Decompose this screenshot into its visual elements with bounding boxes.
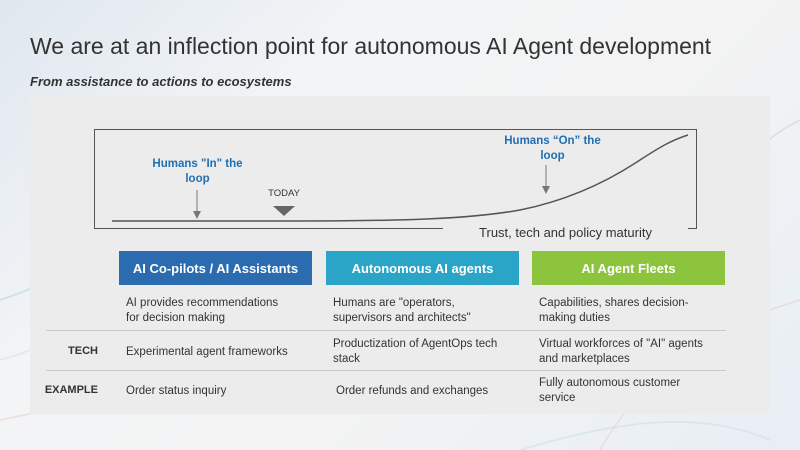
today-marker [273, 206, 295, 216]
cell-line: Fully autonomous customer [539, 377, 681, 389]
in-loop-arrow [193, 190, 201, 219]
row-divider [46, 330, 726, 331]
row-label-tech: TECH [68, 345, 98, 357]
row-3-cell-1: Order status inquiry [126, 384, 226, 399]
maturity-axis-label: Trust, tech and policy maturity [443, 222, 688, 242]
cell-line: stack [333, 353, 360, 365]
cell-line: supervisors and architects" [333, 312, 471, 324]
cell-line: making duties [539, 312, 610, 324]
on-loop-arrow [542, 165, 550, 194]
cell-line: Productization of AgentOps tech [333, 338, 498, 350]
row-1-cell-1: AI provides recommendations for decision… [126, 296, 278, 326]
cell-line: and marketplaces [539, 353, 630, 365]
cell-line: Experimental agent frameworks [126, 346, 288, 358]
cell-line: Order refunds and exchanges [336, 385, 489, 397]
callout-on-line-2: loop [540, 150, 565, 162]
cell-line: service [539, 392, 576, 404]
cell-line: Virtual workforces of "AI" agents [539, 338, 703, 350]
row-1-cell-3: Capabilities, shares decision- making du… [539, 296, 689, 326]
callout-humans-on-loop: Humans “On” the loop [490, 134, 615, 164]
cell-line: Humans are "operators, [333, 297, 455, 309]
growth-curve-line [112, 134, 689, 222]
cell-line: Capabilities, shares decision- [539, 297, 689, 309]
callout-humans-in-loop: Humans "In" the loop [140, 157, 255, 187]
row-2-cell-3: Virtual workforces of "AI" agents and ma… [539, 337, 703, 367]
slide-subtitle: From assistance to actions to ecosystems [30, 74, 292, 89]
callout-on-line-1: Humans “On” the [504, 135, 601, 147]
stage-agent-fleets: AI Agent Fleets [532, 251, 725, 285]
cell-line: AI provides recommendations [126, 297, 279, 309]
stage-autonomous-agents: Autonomous AI agents [326, 251, 519, 285]
row-3-cell-3: Fully autonomous customer service [539, 376, 680, 406]
row-3-cell-2: Order refunds and exchanges [336, 384, 488, 399]
today-label: TODAY [268, 188, 300, 199]
slide-title: We are at an inflection point for autono… [30, 33, 712, 59]
callout-in-line-1: Humans "In" the [152, 158, 243, 170]
row-divider [46, 370, 726, 371]
row-2-cell-2: Productization of AgentOps tech stack [333, 337, 497, 367]
callout-in-line-2: loop [185, 173, 210, 185]
stage-ai-copilots: AI Co-pilots / AI Assistants [119, 251, 312, 285]
row-1-cell-2: Humans are "operators, supervisors and a… [333, 296, 471, 326]
maturity-curve-frame [94, 129, 697, 229]
cell-line: for decision making [126, 312, 226, 324]
row-label-example: EXAMPLE [44, 384, 98, 396]
row-2-cell-1: Experimental agent frameworks [126, 345, 288, 360]
cell-line: Order status inquiry [126, 385, 227, 397]
